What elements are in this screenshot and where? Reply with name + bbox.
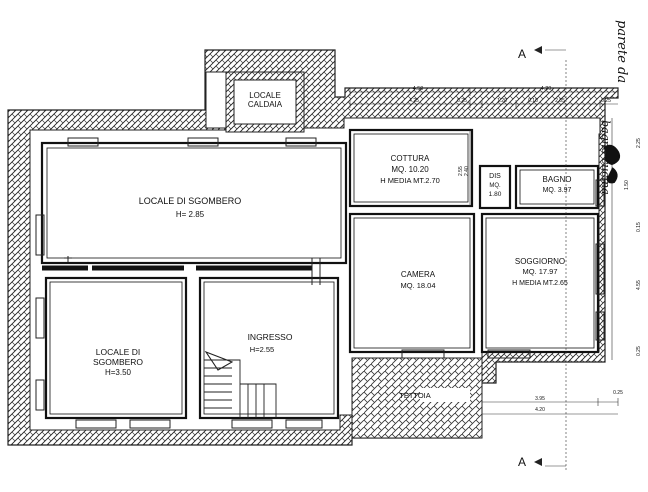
cottura-name: COTTURA — [391, 154, 430, 163]
dim-bottom-b: 0.25 — [613, 390, 623, 396]
dim-row2-c: 1.20 — [497, 98, 507, 104]
tettoia-name: TETTOIA — [399, 391, 431, 400]
cottura-area: MQ. 10.20 — [391, 165, 429, 174]
handwritten-scribble — [603, 144, 621, 184]
staircase — [204, 350, 277, 418]
dis-name: DIS — [489, 173, 501, 180]
dis-area-value: 1.80 — [489, 191, 502, 198]
section-arrow-top — [534, 46, 542, 54]
dim-top-b: 4.20 — [541, 86, 552, 92]
cottura-height: H MEDIA MT.2.70 — [380, 176, 440, 185]
dimension-lines — [349, 49, 619, 470]
camera-name: CAMERA — [401, 270, 436, 279]
dim-row2-e: 2.85 — [555, 98, 565, 104]
handwritten-note-line1: parete da — [614, 20, 629, 83]
dim-v-a: 2.55 — [458, 166, 464, 176]
exterior-walls — [7, 49, 619, 446]
caldaia-label-2: CALDAIA — [248, 100, 283, 109]
ingresso-height: H=2.55 — [250, 345, 274, 354]
dim-row2-b: 0.25 — [457, 98, 467, 104]
section-label-top: A — [518, 47, 526, 61]
dim-v-b: 2.40 — [464, 166, 470, 176]
camera-area: MQ. 18.04 — [400, 281, 435, 290]
ingresso-name: INGRESSO — [248, 332, 293, 342]
dim-top-a: 4.50 — [413, 86, 424, 92]
soggiorno-area: MQ. 17.97 — [522, 267, 557, 276]
section-arrow-bottom — [534, 458, 542, 466]
sgombero-small-line2: SGOMBERO — [93, 357, 143, 367]
dim-row2-f: 0.25 — [601, 98, 611, 104]
dim-right-b: 4.55 — [636, 280, 642, 290]
soggiorno-height: H MEDIA MT.2.65 — [512, 280, 568, 287]
sgombero-large-height: H= 2.85 — [176, 210, 205, 219]
dim-right-e: 1.50 — [624, 180, 630, 190]
dim-right-a: 0.15 — [636, 222, 642, 232]
caldaia-label-1: LOCALE — [249, 91, 281, 100]
sgombero-small-height: H=3.50 — [105, 368, 132, 377]
dim-row2-a: 4.25 — [409, 98, 419, 104]
sgombero-large-name: LOCALE DI SGOMBERO — [139, 196, 242, 206]
soggiorno-name: SOGGIORNO — [515, 257, 565, 266]
dim-bottom-c: 4.20 — [535, 407, 545, 413]
dis-area: MQ. — [489, 183, 501, 189]
interior-walls — [40, 128, 600, 420]
bagno-area: MQ. 3.97 — [543, 187, 572, 194]
section-label-bottom: A — [518, 455, 526, 469]
dim-row2-d: 0.10 — [528, 98, 538, 104]
dim-right-d: 2.25 — [636, 138, 642, 148]
openings — [35, 137, 605, 429]
sgombero-small-line1: LOCALE DI — [96, 347, 140, 357]
bagno-name: BAGNO — [543, 175, 572, 184]
dim-bottom-a: 3.95 — [535, 396, 545, 402]
dim-right-c: 0.25 — [636, 346, 642, 356]
